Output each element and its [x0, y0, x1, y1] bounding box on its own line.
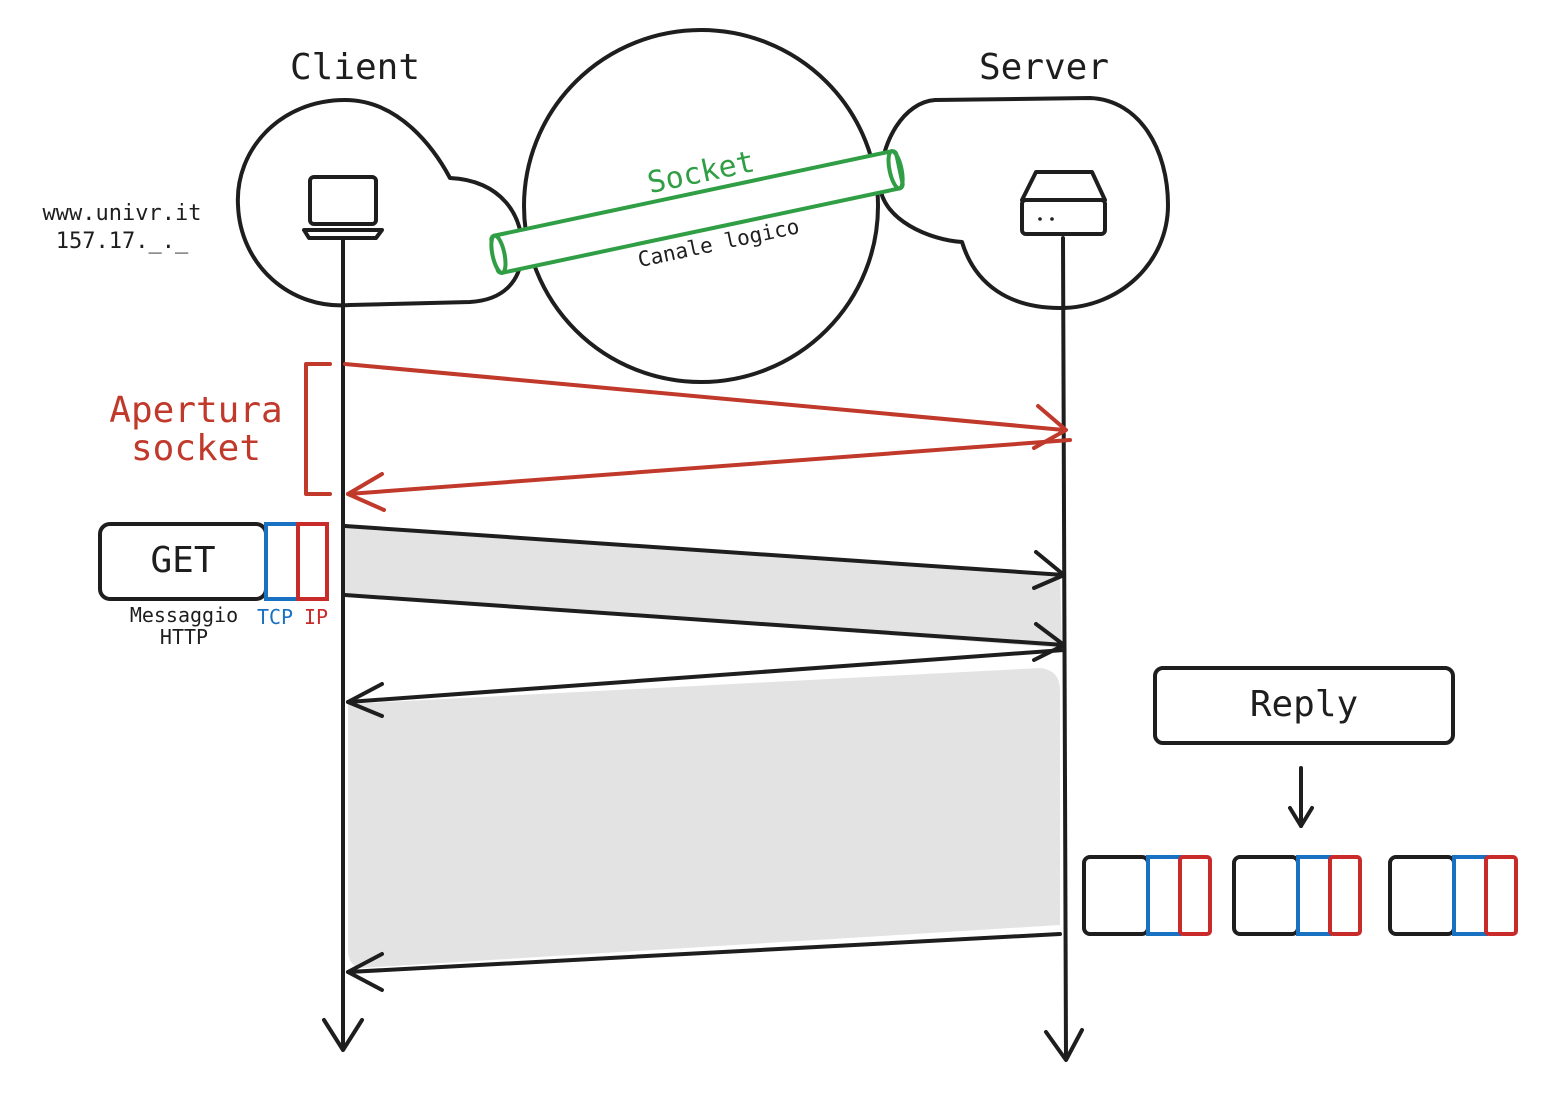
handshake-label-line1: Apertura	[109, 390, 282, 431]
reply-packet-ip-header	[1178, 855, 1212, 936]
socket-pipe	[489, 149, 905, 275]
get-packet-tcp-header	[264, 522, 300, 601]
reply-arrow-2	[346, 932, 1062, 974]
client-cloud	[235, 98, 525, 308]
reply-packet	[1232, 855, 1362, 936]
request-arrow-2	[343, 593, 1066, 647]
client-label: Client	[290, 47, 420, 88]
handshake-label-line2: socket	[131, 428, 261, 469]
reply-packet-tcp-header	[1146, 855, 1182, 936]
http-caption-line1: Messaggio	[130, 603, 238, 627]
request-arrow-1	[343, 524, 1066, 577]
reply-arrow-1-head	[346, 682, 384, 718]
client-lifeline-arrowhead	[322, 1018, 364, 1052]
request-arrow-2-head	[1032, 622, 1066, 662]
reply-arrow-2-head	[346, 952, 384, 992]
reply-packet-payload	[1232, 855, 1300, 936]
server-label: Server	[979, 47, 1109, 88]
tcp-caption: TCP	[257, 605, 293, 629]
reply-packet-tcp-header	[1296, 855, 1332, 936]
reply-packet	[1082, 855, 1212, 936]
get-packet-ip-header	[296, 522, 329, 601]
host-ip: 157.17._._	[56, 229, 189, 254]
reply-packet	[1388, 855, 1518, 936]
reply-packet-payload	[1082, 855, 1150, 936]
server-lifeline-arrowhead	[1044, 1028, 1084, 1062]
split-arrow-head	[1288, 806, 1314, 828]
reply-transfer-area	[348, 668, 1060, 968]
reply-label: Reply	[1250, 684, 1358, 725]
reply-packet-ip-header	[1328, 855, 1362, 936]
socket-bubble	[522, 28, 880, 384]
request-transfer-area	[345, 526, 1062, 648]
get-message-label: GET	[150, 540, 215, 581]
handshake-ack-arrow	[346, 438, 1072, 496]
reply-packet-ip-header	[1484, 855, 1518, 936]
reply-packet-payload	[1388, 855, 1456, 936]
reply-arrow-1	[346, 648, 1066, 704]
get-packet	[98, 522, 329, 601]
handshake-syn-arrow	[343, 362, 1066, 432]
host-name: www.univr.it	[43, 201, 202, 226]
http-caption-line2: HTTP	[160, 625, 208, 649]
reply-packet-tcp-header	[1452, 855, 1488, 936]
laptop-icon	[302, 175, 384, 240]
reply-box	[1153, 666, 1455, 745]
server-lifeline	[1061, 236, 1068, 1060]
request-arrow-1-head	[1032, 550, 1066, 590]
ip-caption: IP	[304, 605, 328, 629]
server-icon	[1020, 170, 1107, 236]
reply-packets	[1082, 855, 1518, 936]
handshake-ack-arrowhead	[346, 472, 386, 512]
handshake-bracket	[304, 362, 332, 496]
